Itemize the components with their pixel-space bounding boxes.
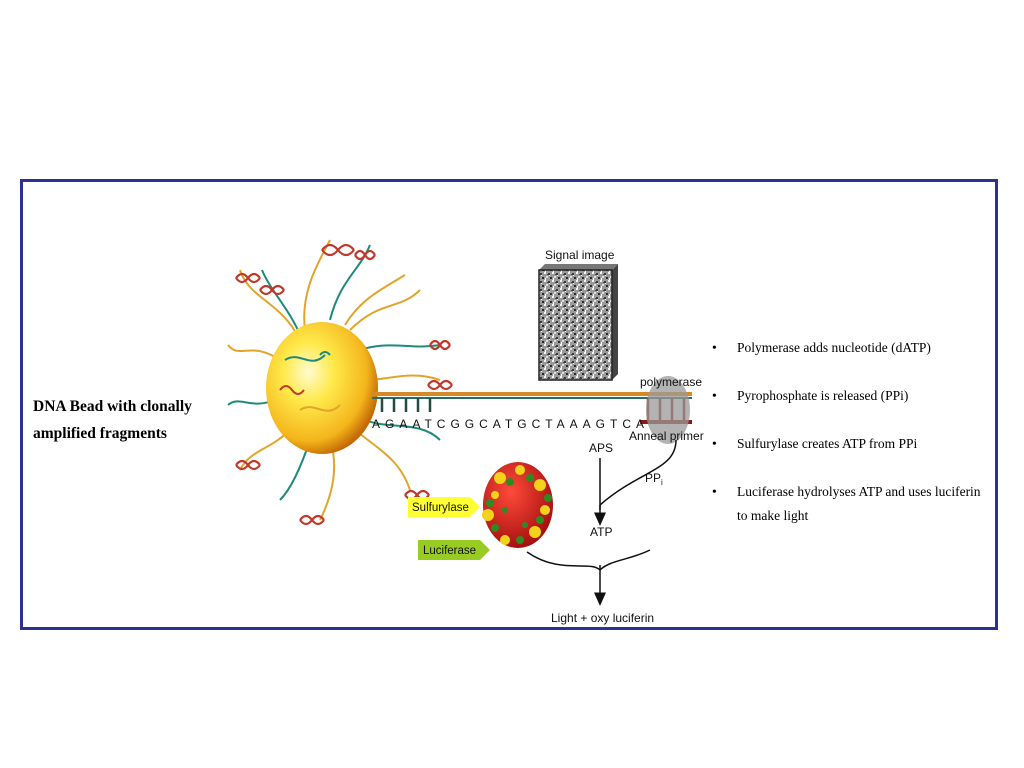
ppi-label: PPi <box>645 471 663 487</box>
dna-sequence: AGAATCGGCATGCTAAAGTCA <box>372 417 649 431</box>
signal-image <box>539 264 618 380</box>
light-label: Light + oxy luciferin <box>551 611 654 625</box>
atp-label: ATP <box>590 525 612 539</box>
bullet-list: Polymerase adds nucleotide (dATP) Pyroph… <box>712 336 982 552</box>
aps-label: APS <box>589 441 613 455</box>
luciferase-tag: Luciferase <box>418 540 490 560</box>
bead-caption: DNA Bead with clonally amplified fragmen… <box>33 393 223 447</box>
bullet-item: Polymerase adds nucleotide (dATP) <box>712 336 982 360</box>
bullet-item: Pyrophosphate is released (PPi) <box>712 384 982 408</box>
sulfurylase-label: Sulfurylase <box>412 502 469 514</box>
bead-caption-line1: DNA Bead with clonally <box>33 393 223 420</box>
bullet-item: Sulfurylase creates ATP from PPi <box>712 432 982 456</box>
bead-caption-line2: amplified fragments <box>33 420 223 447</box>
enzyme-complex <box>482 462 553 548</box>
sulfurylase-tag: Sulfurylase <box>408 497 480 517</box>
anneal-primer-label: Anneal primer <box>629 429 704 443</box>
luciferase-label: Luciferase <box>423 545 476 557</box>
signal-image-label: Signal image <box>545 248 615 262</box>
polymerase-label: polymerase <box>640 375 702 389</box>
bullet-item: Luciferase hydrolyses ATP and uses lucif… <box>712 480 982 528</box>
